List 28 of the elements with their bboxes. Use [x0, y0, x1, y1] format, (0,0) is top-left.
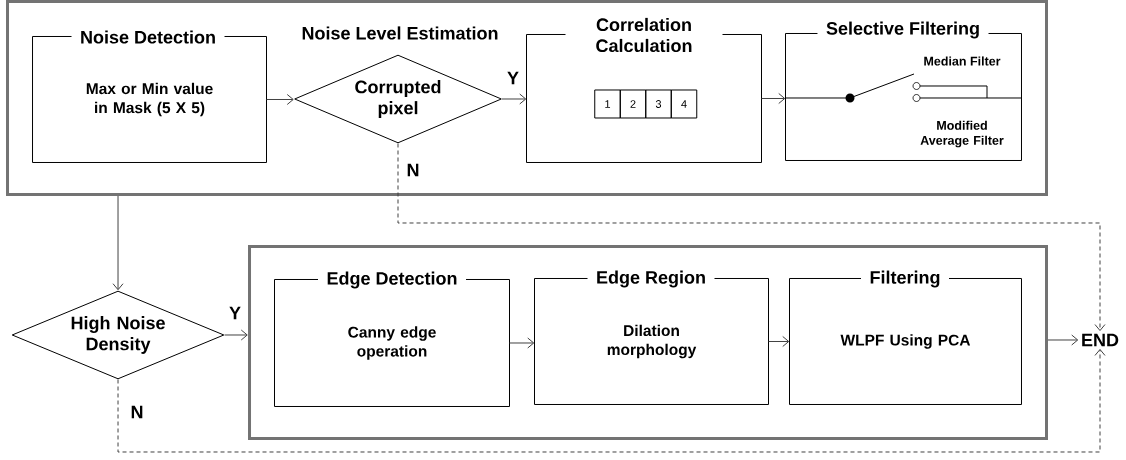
- dashed-arrow: [397, 143, 1106, 331]
- arrow: [224, 329, 248, 341]
- edge-label: Y: [228, 305, 242, 321]
- process-box: Edge Detection Canny edge operation: [274, 271, 510, 407]
- table-cell: 3: [645, 89, 672, 119]
- switch-label: Median Filter: [924, 56, 1001, 66]
- stage-heading: Noise Level Estimation: [302, 26, 498, 40]
- table-cell: 1: [594, 89, 621, 119]
- edge-label: Y: [506, 70, 520, 86]
- edge-label: N: [405, 162, 421, 178]
- arrow: [266, 94, 294, 105]
- arrow: [1047, 334, 1079, 346]
- process-box: Filtering WLPF Using PCA: [789, 270, 1022, 405]
- arrow: [761, 93, 786, 104]
- arrow: [509, 337, 535, 349]
- arrow: [501, 93, 527, 105]
- table-cell: 2: [619, 89, 647, 119]
- arrow: [112, 195, 124, 291]
- end-label: END: [1082, 333, 1119, 347]
- table-cell: 4: [670, 89, 698, 119]
- process-box: Noise Detection Max or Min value in Mask (5 X 5): [32, 30, 267, 163]
- switch-label: Modified Average Filter: [920, 120, 1004, 148]
- edge-label: N: [129, 404, 145, 420]
- process-box: Edge Region Dilation morphology: [534, 270, 769, 405]
- dashed-arrow: [117, 348, 1106, 453]
- stage-frame: [6, 0, 1048, 196]
- stage-frame: [248, 245, 1048, 440]
- arrow: [768, 336, 790, 347]
